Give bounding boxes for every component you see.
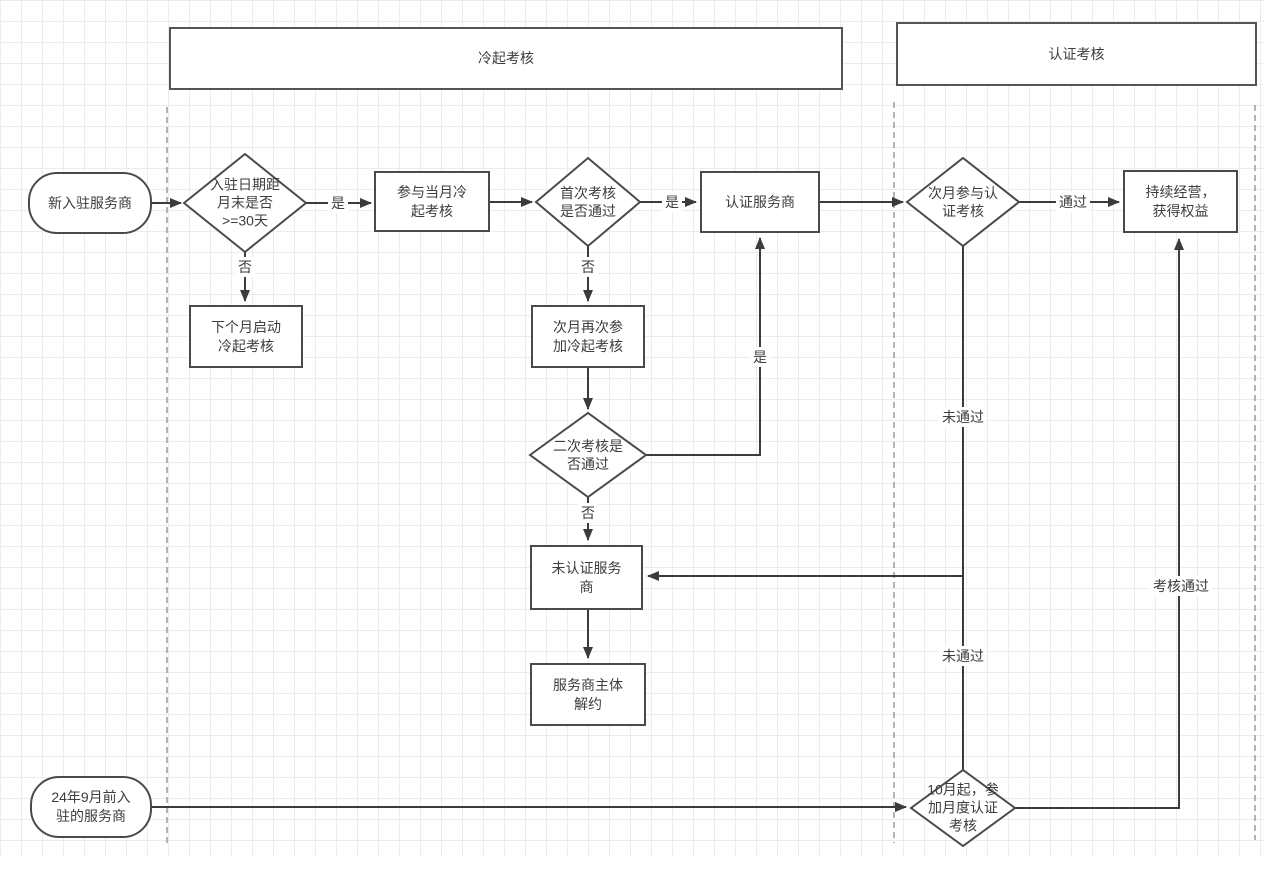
- edge-label-second-yes: 是: [750, 347, 770, 367]
- node-old-provider: 24年9月前入 驻的服务商: [30, 776, 152, 838]
- edge-label-monthly-fail: 未通过: [939, 646, 987, 666]
- node-uncertified: 未认证服务 商: [530, 545, 643, 610]
- decision-second-check-label: 二次考核是 否通过: [553, 437, 623, 472]
- node-certified: 认证服务商: [700, 171, 820, 233]
- lane-header-certification: 认证考核: [896, 22, 1257, 86]
- decision-days-check-label: 入驻日期距 月末是否 >=30天: [210, 176, 280, 230]
- edge-next-month-cert-fail: [647, 246, 964, 581]
- edge-label-cert-pass: 通过: [1056, 192, 1090, 212]
- node-sustain: 持续经营， 获得权益: [1123, 170, 1238, 233]
- edge-label-monthly-pass: 考核通过: [1150, 576, 1212, 596]
- decision-next-month-cert-label: 次月参与认 证考核: [928, 184, 998, 219]
- decision-first-check-shape: [534, 156, 642, 248]
- edge-label-days-yes: 是: [328, 193, 348, 213]
- decision-days-check-shape: [182, 152, 308, 254]
- edge-label-days-no: 否: [235, 257, 255, 277]
- edge-label-first-no: 否: [578, 257, 598, 277]
- decision-monthly-cert-shape: [909, 768, 1017, 848]
- edge-monthly-cert-pass: [1015, 238, 1184, 809]
- edge-label-cert-fail: 未通过: [939, 407, 987, 427]
- edge-second-check-yes: [646, 237, 765, 456]
- node-join-current: 参与当月冷 起考核: [374, 171, 490, 232]
- edge-label-second-no: 否: [578, 503, 598, 523]
- decision-monthly-cert-label: 10月起，参 加月度认证 考核: [927, 781, 999, 835]
- decision-first-check-label: 首次考核 是否通过: [560, 184, 616, 219]
- node-new-provider: 新入驻服务商: [28, 172, 152, 234]
- decision-next-month-cert-shape: [905, 156, 1021, 248]
- decision-second-check-shape: [528, 411, 648, 499]
- node-terminate: 服务商主体 解约: [530, 663, 646, 726]
- node-retry-cold: 次月再次参 加冷起考核: [531, 305, 645, 368]
- edge-label-first-yes: 是: [662, 192, 682, 212]
- node-next-month-start: 下个月启动 冷起考核: [189, 305, 303, 368]
- lane-header-cold-start: 冷起考核: [169, 27, 843, 90]
